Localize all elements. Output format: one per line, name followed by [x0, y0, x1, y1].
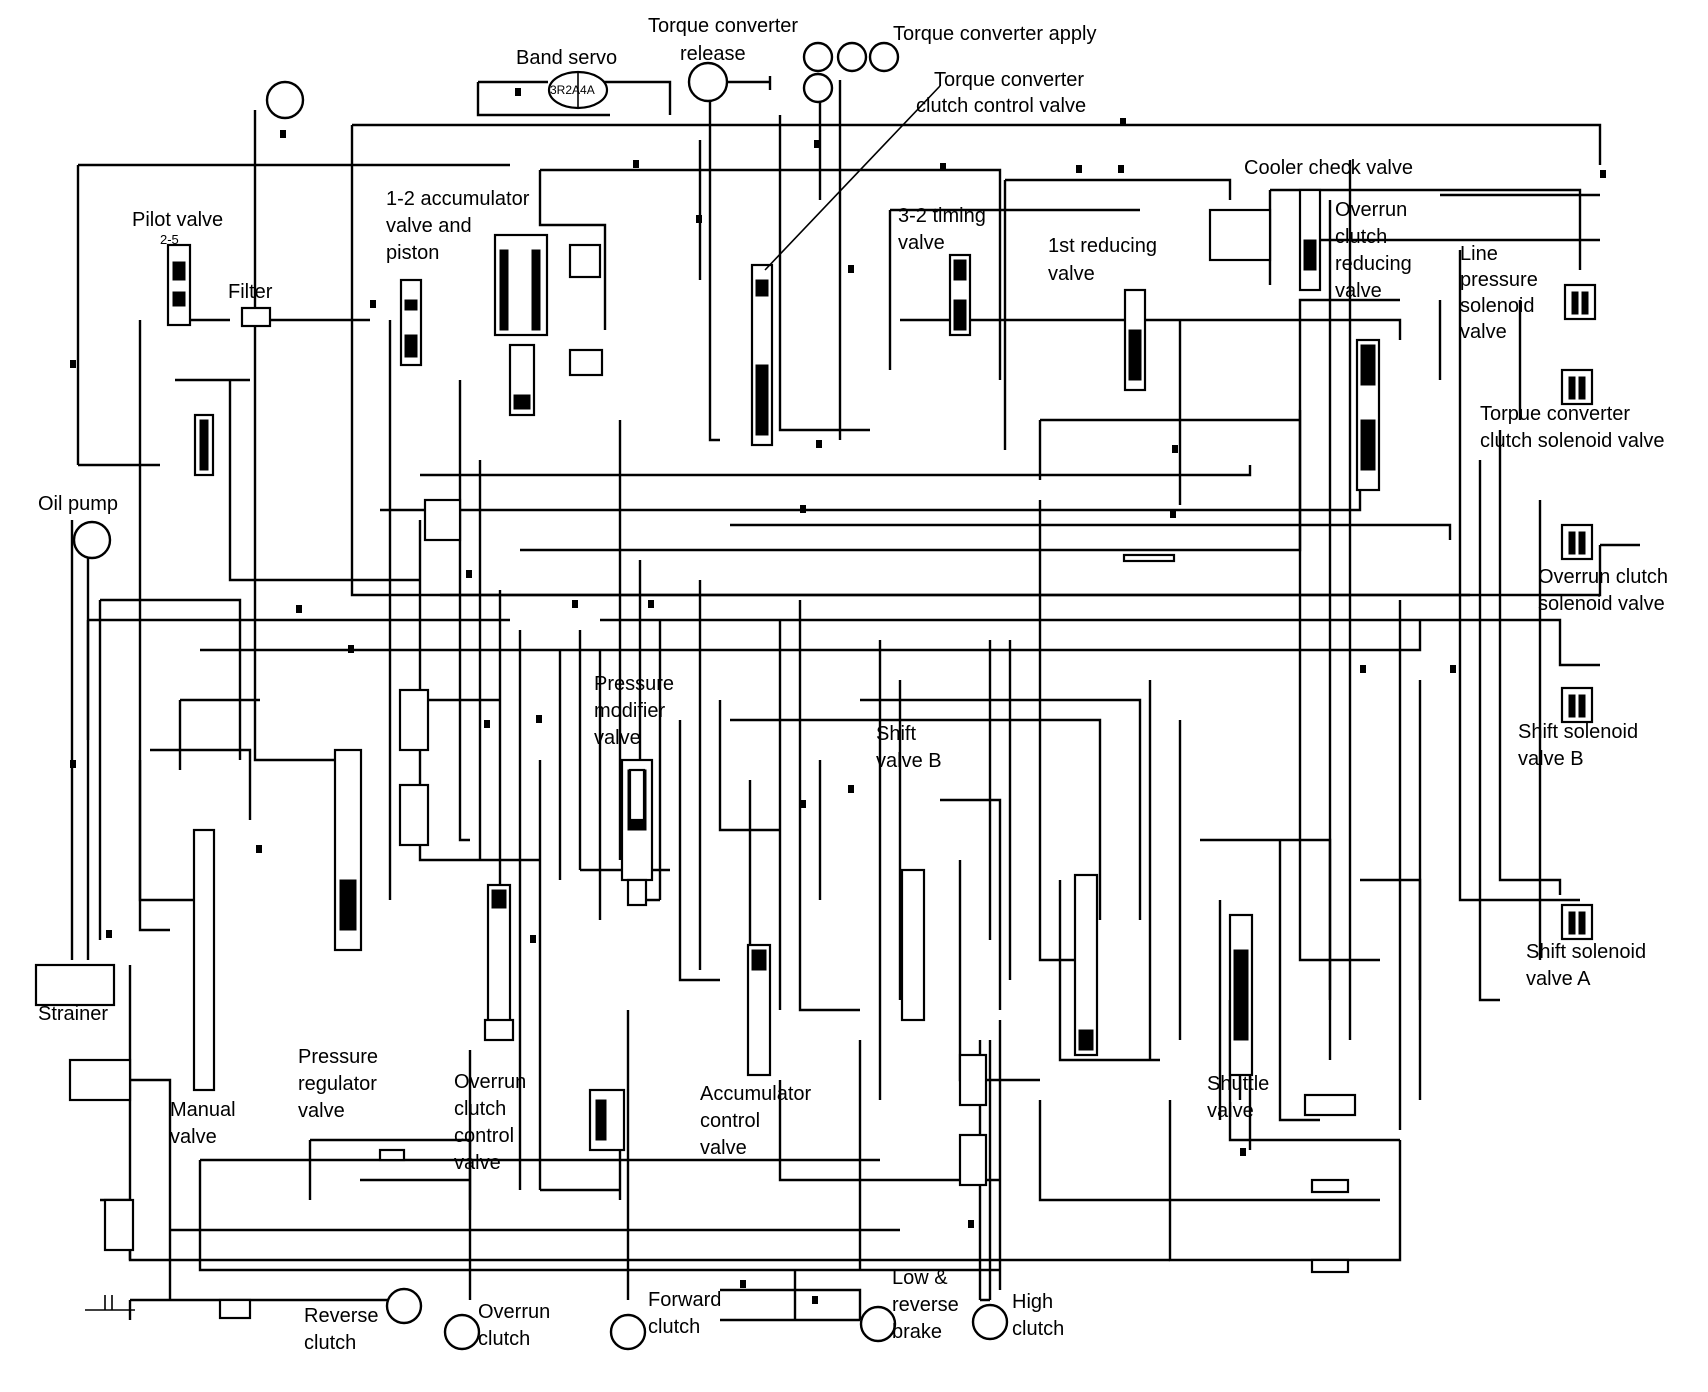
overrun-reducing-label-4: valve — [1335, 280, 1382, 302]
pilot-valve-label: Pilot valve — [132, 209, 223, 231]
reverse-clutch-label-2: clutch — [304, 1332, 356, 1354]
pressure-regulator-label-1: Pressure — [298, 1046, 378, 1068]
overrun-clutch-label-2: clutch — [478, 1328, 530, 1350]
hydraulic-lines — [70, 80, 1640, 1322]
tc-release-label-2: release — [680, 43, 746, 65]
low-reverse-label-2: reverse — [892, 1294, 959, 1316]
pilot-valve-icon — [166, 243, 192, 327]
strainer-icon — [34, 963, 116, 1007]
shuttle-valve-label-1: Shuttle — [1207, 1073, 1269, 1095]
pressure-modifier-label-2: modifier — [594, 700, 665, 722]
overrun-control-label-4: valve — [454, 1152, 501, 1174]
tcc-control-valve-label-2: clutch control valve — [916, 95, 1086, 117]
overrun-solenoid-label-1: Overrun clutch — [1538, 566, 1668, 588]
overrun-clutch-solenoid-icon — [1560, 523, 1594, 561]
tc-release-label-1: Torque converter — [648, 15, 798, 37]
forward-clutch-label-1: Forward — [648, 1289, 721, 1311]
timing-valve-label-1: 3-2 timing — [898, 205, 986, 227]
manual-valve-label-1: Manual — [170, 1099, 236, 1121]
high-clutch-port — [971, 1303, 1009, 1341]
shift-valve-b-icon — [900, 868, 926, 1022]
tc-port-4 — [802, 72, 834, 104]
accumulator-label-2: valve and — [386, 215, 472, 237]
tc-apply-label: Torque converter apply — [893, 23, 1096, 45]
tcc-control-valve-label-1: Torque converter — [934, 69, 1084, 91]
line-pressure-label-2: pressure — [1460, 269, 1538, 291]
shift-valve-a-icon — [1073, 873, 1099, 1057]
cooler-check-valve-label: Cooler check valve — [1244, 157, 1413, 179]
orifice-marks — [70, 88, 1606, 1304]
accumulator-control-label-1: Accumulator — [700, 1083, 811, 1105]
filter-icon — [240, 306, 272, 328]
pressure-regulator-label-2: regulator — [298, 1073, 377, 1095]
line-pressure-label-4: valve — [1460, 321, 1507, 343]
low-reverse-label-3: brake — [892, 1321, 942, 1343]
pilot-valve-ports-label: 2-5 — [160, 232, 179, 247]
band-servo-ports-label: 3R2A4A — [550, 83, 595, 97]
band-servo-label: Band servo — [516, 47, 617, 69]
high-clutch-label-2: clutch — [1012, 1318, 1064, 1340]
pressure-regulator-label-3: valve — [298, 1100, 345, 1122]
forward-clutch-accumulator-icon — [588, 1088, 626, 1152]
pressure-regulator-valve-icon — [333, 748, 363, 952]
overrun-clutch-label-1: Overrun — [478, 1301, 550, 1323]
accumulator-label-1: 1-2 accumulator — [386, 188, 530, 210]
accumulator-control-valve-icon — [746, 943, 772, 1077]
shift-valve-b-label-2: valve B — [876, 750, 942, 772]
filter-label: Filter — [228, 281, 273, 303]
overrun-clutch-port — [443, 1313, 481, 1351]
strainer-label: Strainer — [38, 1003, 108, 1025]
line-pressure-label-1: Line — [1460, 243, 1498, 265]
accumulator-control-label-3: valve — [700, 1137, 747, 1159]
overrun-control-label-1: Overrun — [454, 1071, 526, 1093]
tc-port-2 — [836, 41, 868, 73]
manual-valve-label-2: valve — [170, 1126, 217, 1148]
timing-valve-label-2: valve — [898, 232, 945, 254]
components — [34, 70, 1597, 1320]
low-reverse-label-1: Low & — [892, 1267, 948, 1289]
tcc-solenoid-label-2: clutch solenoid valve — [1480, 430, 1665, 452]
shift-solenoid-a-icon — [1560, 903, 1594, 941]
reverse-clutch-port — [385, 1287, 423, 1325]
tcc-solenoid-label-1: Torpue converter — [1480, 403, 1630, 425]
oil-pump-label: Oil pump — [38, 493, 118, 515]
overrun-reducing-label-1: Overrun — [1335, 199, 1407, 221]
overrun-control-label-2: clutch — [454, 1098, 506, 1120]
low-reverse-brake-port — [859, 1305, 897, 1343]
pressure-modifier-label-1: Pressure — [594, 673, 674, 695]
shift-solenoid-a-label-1: Shift solenoid — [1526, 941, 1646, 963]
overrun-reducing-label-3: reducing — [1335, 253, 1412, 275]
overrun-reducing-label-2: clutch — [1335, 226, 1387, 248]
reverse-clutch-label-1: Reverse — [304, 1305, 378, 1327]
line-pressure-label-3: solenoid — [1460, 295, 1535, 317]
tcc-solenoid-icon — [1560, 368, 1594, 406]
high-clutch-label-1: High — [1012, 1291, 1053, 1313]
overrun-solenoid-label-2: solenoid valve — [1538, 593, 1665, 615]
shift-solenoid-b-label-2: valve B — [1518, 748, 1584, 770]
manual-valve-icon — [192, 828, 216, 1092]
shuttle-valve-label-2: valve — [1207, 1100, 1254, 1122]
accumulator-label-3: piston — [386, 242, 439, 264]
overrun-control-label-3: control — [454, 1125, 514, 1147]
shift-solenoid-b-label-1: Shift solenoid — [1518, 721, 1638, 743]
pressure-modifier-label-3: valve — [594, 727, 641, 749]
line-pressure-solenoid-icon — [1563, 283, 1597, 321]
shift-valve-b-label-1: Shift — [876, 723, 916, 745]
tc-release-port — [687, 61, 729, 103]
forward-clutch-port — [609, 1313, 647, 1351]
first-reducing-label-1: 1st reducing — [1048, 235, 1157, 257]
first-reducing-label-2: valve — [1048, 263, 1095, 285]
shift-solenoid-a-label-2: valve A — [1526, 968, 1591, 990]
forward-clutch-label-2: clutch — [648, 1316, 700, 1338]
shift-solenoid-b-icon — [1560, 686, 1594, 724]
tc-port-3 — [868, 41, 900, 73]
accumulator-control-label-2: control — [700, 1110, 760, 1132]
gauge-port-top — [265, 80, 305, 120]
oil-pump-icon — [72, 520, 112, 560]
diagram-labels: Torque converter release Torque converte… — [38, 15, 1668, 1354]
pressure-ports — [72, 41, 1009, 1351]
tc-port-1 — [802, 41, 834, 73]
